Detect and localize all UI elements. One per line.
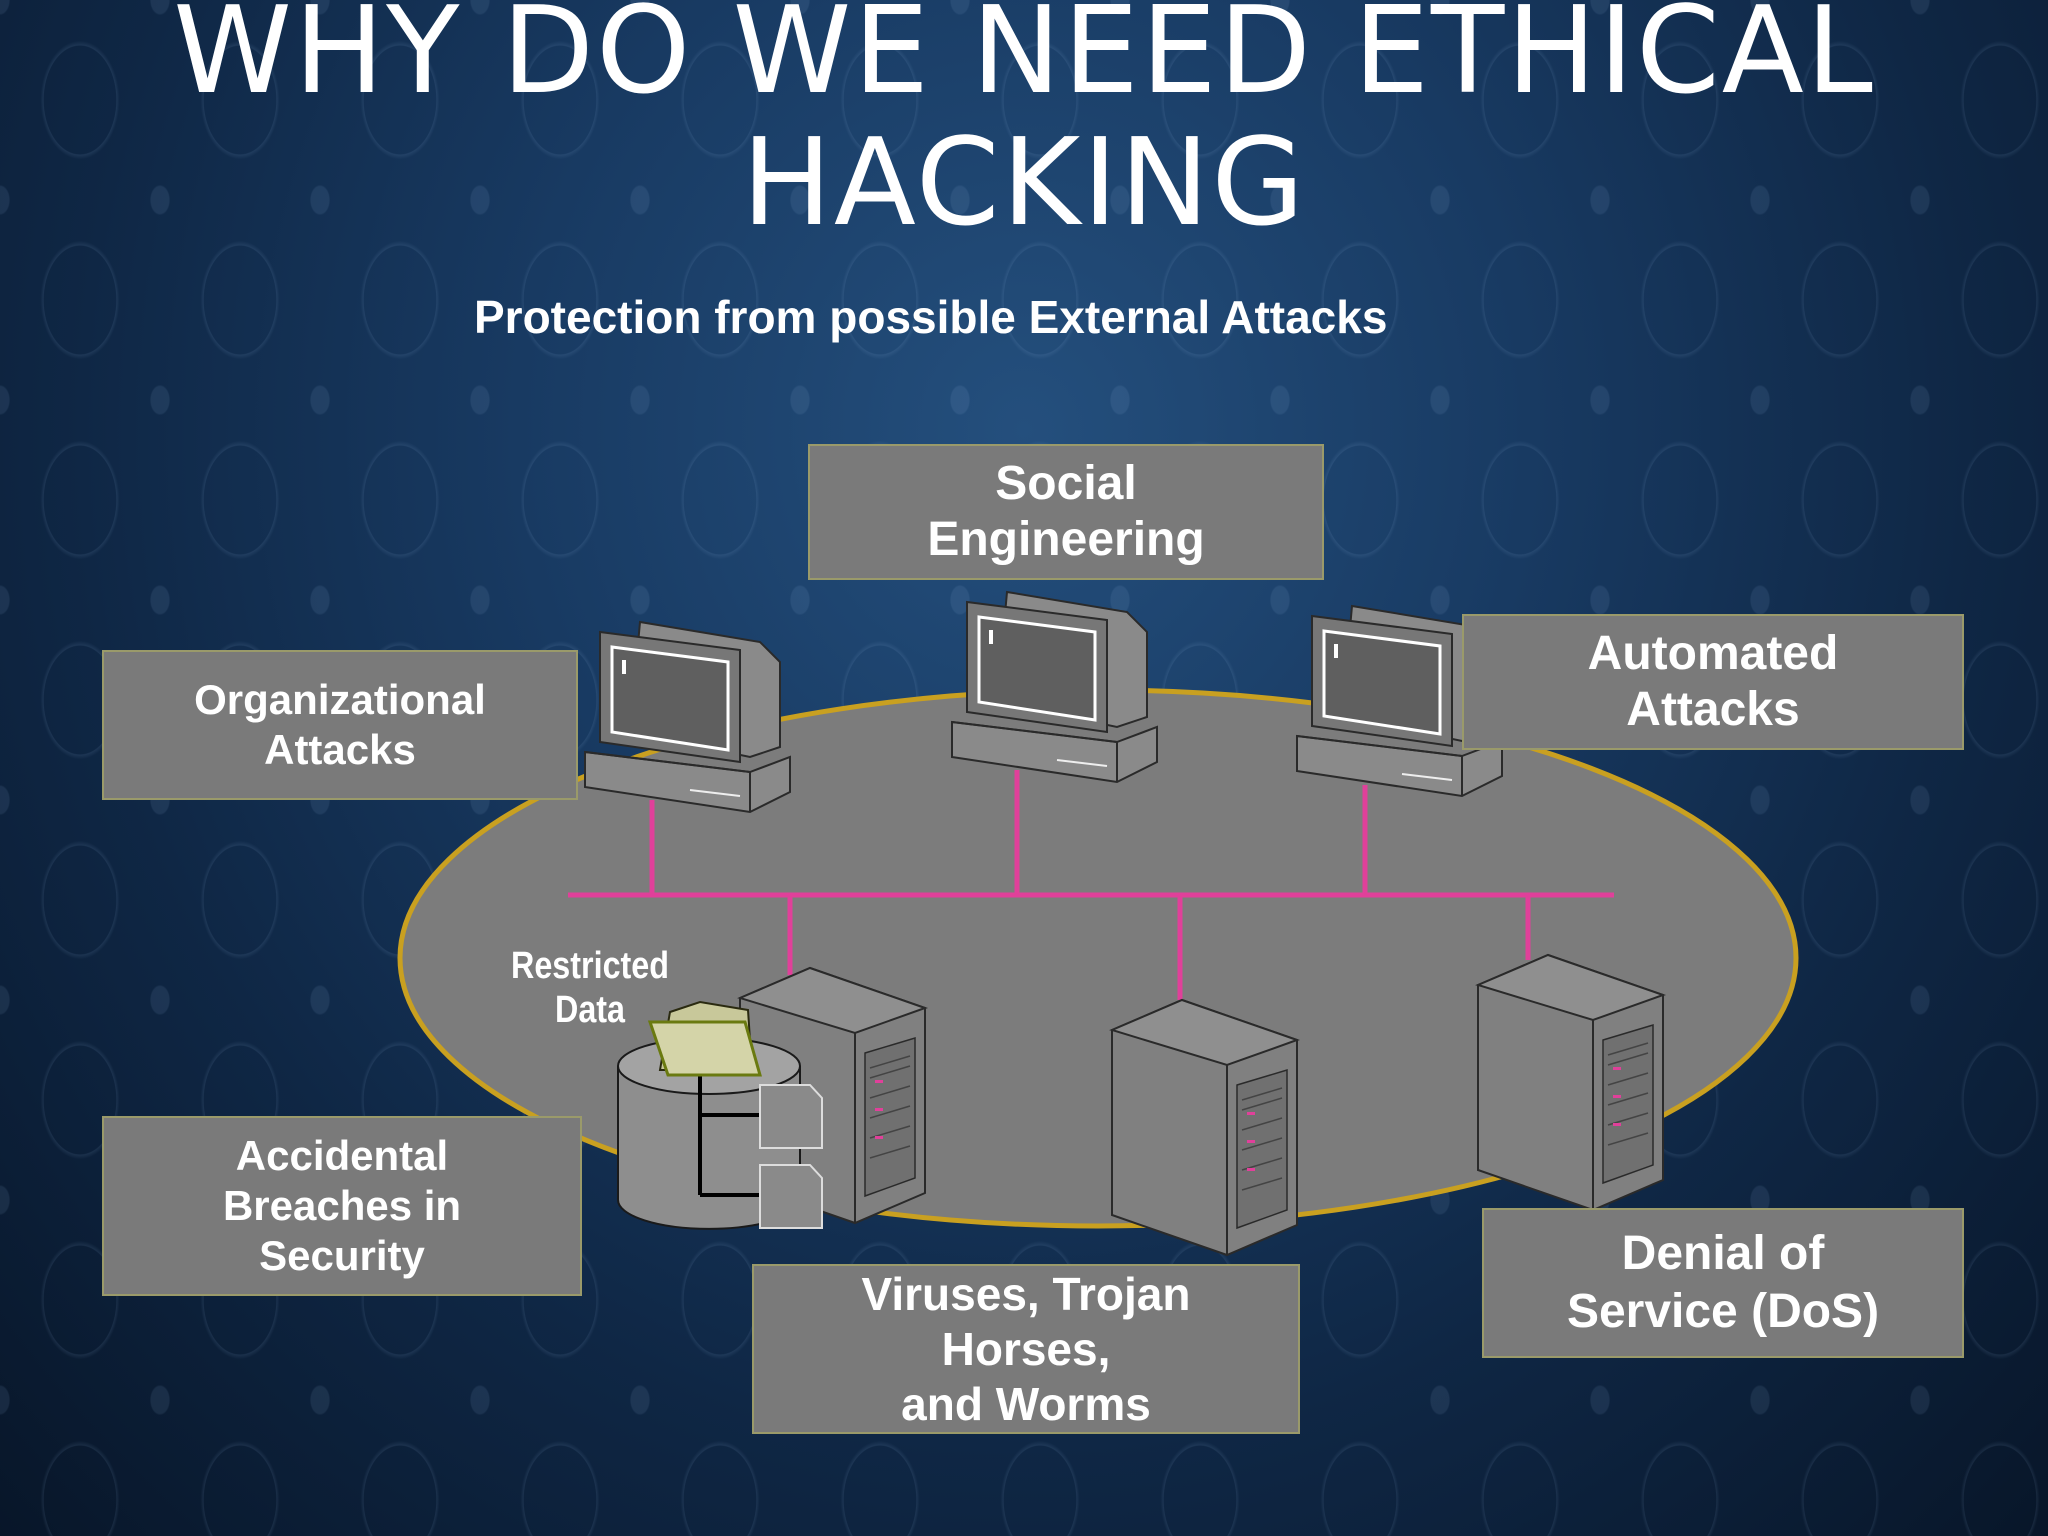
slide-title: WHY DO WE NEED ETHICAL HACKING bbox=[173, 0, 1875, 253]
folder-icon bbox=[647, 1000, 762, 1077]
network-lines bbox=[568, 770, 1614, 1000]
slide-subtitle: Protection from possible External Attack… bbox=[474, 291, 1388, 343]
social-engineering-box: Social Engineering bbox=[808, 444, 1324, 580]
dos-box: Denial of Service (DoS) bbox=[1482, 1208, 1964, 1358]
restricted-data-label: Restricted Data bbox=[511, 945, 669, 1031]
computer-icon-left bbox=[583, 620, 792, 814]
organizational-attacks-box: Organizational Attacks bbox=[102, 650, 578, 800]
server-icon-center bbox=[1111, 999, 1298, 1256]
accidental-breaches-box: Accidental Breaches in Security bbox=[102, 1116, 582, 1296]
computer-icon-center bbox=[950, 590, 1159, 784]
server-icon-right bbox=[1477, 954, 1664, 1211]
viruses-box: Viruses, Trojan Horses, and Worms bbox=[752, 1264, 1300, 1434]
automated-attacks-box: Automated Attacks bbox=[1462, 614, 1964, 750]
